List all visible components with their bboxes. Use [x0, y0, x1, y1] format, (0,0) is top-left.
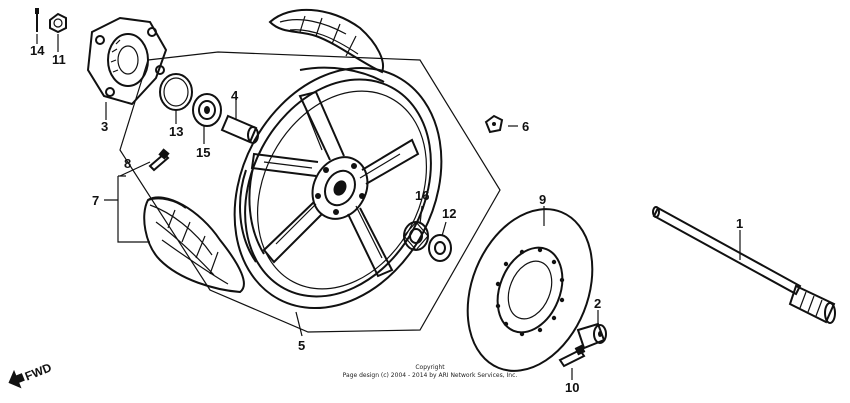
- fwd-label: FWD: [23, 360, 54, 383]
- callout-10: 10: [565, 380, 579, 395]
- part-15-bearing[interactable]: [192, 93, 222, 127]
- part-7-tire-upper[interactable]: [268, 8, 384, 74]
- callout-15: 15: [196, 145, 210, 160]
- part-13-o-ring[interactable]: [159, 73, 193, 111]
- callout-14: 14: [30, 43, 45, 58]
- callout-1: 1: [736, 216, 743, 231]
- callout-3: 3: [101, 119, 108, 134]
- callout-6: 6: [522, 119, 529, 134]
- leader-lines: [36, 34, 741, 380]
- part-4-spacer[interactable]: [220, 114, 259, 144]
- part-8-bolt[interactable]: [148, 148, 170, 172]
- callout-11: 11: [52, 52, 66, 67]
- copyright-notice: Copyright Page design (c) 2004 - 2014 by…: [300, 364, 560, 380]
- callout-9: 9: [539, 192, 546, 207]
- callout-13: 13: [169, 124, 183, 139]
- part-12-dust-seal[interactable]: [428, 234, 452, 262]
- callout-8: 8: [124, 156, 131, 171]
- callout-2: 2: [594, 296, 601, 311]
- part-5-wheel-rim[interactable]: [119, 32, 501, 345]
- callout-7: 7: [92, 193, 99, 208]
- fwd-arrow-icon: FWD: [8, 360, 54, 389]
- part-16-bearing[interactable]: [403, 221, 429, 251]
- part-9-brake-disc[interactable]: [445, 190, 615, 389]
- part-14-pin[interactable]: [35, 8, 39, 32]
- copyright-line-1: Copyright: [415, 364, 445, 371]
- part-11-nut[interactable]: [49, 12, 67, 34]
- copyright-line-2: Page design (c) 2004 - 2014 by ARI Netwo…: [342, 372, 518, 379]
- callout-5: 5: [298, 338, 305, 353]
- part-3-hub-flange[interactable]: [86, 16, 168, 106]
- callout-12: 12: [442, 206, 456, 221]
- part-1-axle[interactable]: [652, 206, 836, 324]
- callout-16: 16: [415, 188, 429, 203]
- part-2-collar[interactable]: [576, 322, 607, 350]
- part-7-tire-lower[interactable]: [143, 196, 245, 294]
- part-6-clip[interactable]: [484, 114, 504, 134]
- part-10-disc-bolt[interactable]: [558, 344, 586, 368]
- callout-4: 4: [231, 88, 239, 103]
